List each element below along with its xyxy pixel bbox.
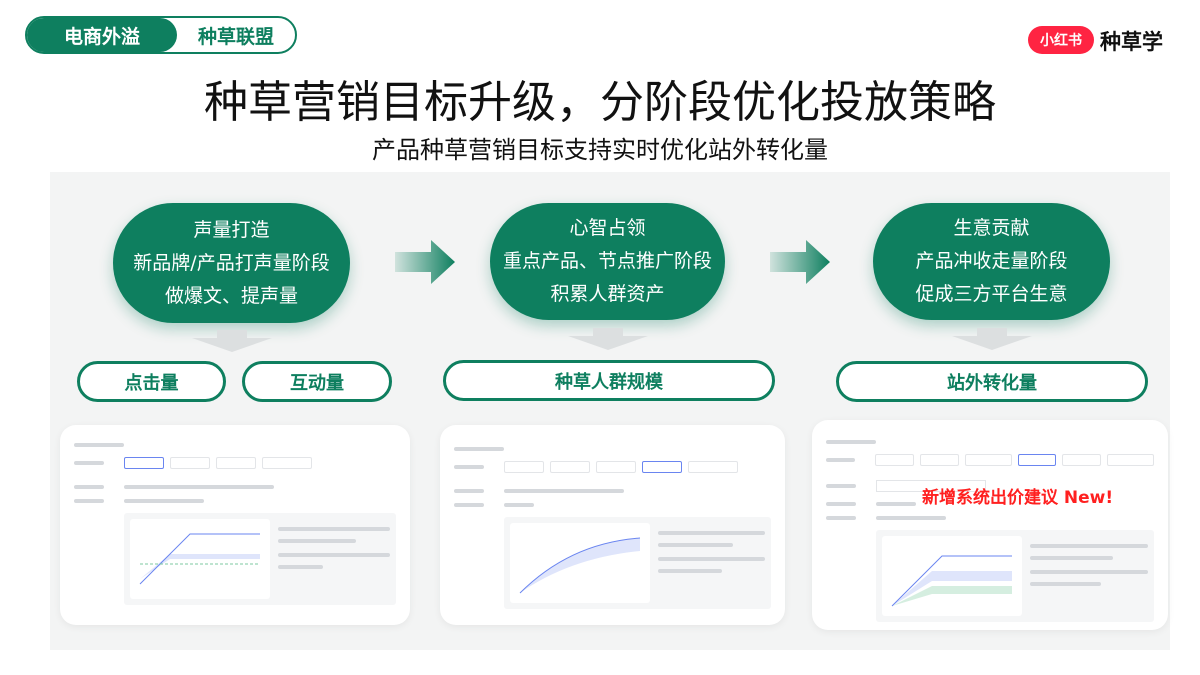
- stage-1-line: 新品牌/产品打声量阶段: [133, 251, 330, 274]
- stage-3-line: 促成三方平台生意: [915, 283, 1068, 305]
- new-feature-note: 新增系统出价建议 New!: [922, 488, 1114, 508]
- ui-screenshot-1: [60, 425, 410, 625]
- xiaohongshu-logo: 小红书: [1028, 26, 1094, 54]
- metric-conversion: 站外转化量: [836, 361, 1148, 402]
- stage-2-title: 心智占领: [569, 217, 646, 239]
- arrow-down-icon: [192, 330, 272, 352]
- arrow-down-icon: [568, 328, 648, 350]
- arrow-down-icon: [952, 328, 1032, 350]
- stage-1-title: 声量打造: [193, 218, 270, 241]
- page-subtitle: 产品种草营销目标支持实时优化站外转化量: [372, 136, 828, 164]
- mini-chart: [882, 536, 1022, 616]
- metric-audience: 种草人群规模: [443, 360, 775, 401]
- stage-1-bubble: 声量打造 新品牌/产品打声量阶段 做爆文、提声量: [113, 203, 350, 323]
- ui-screenshot-3: [812, 420, 1168, 630]
- arrow-right-icon: [395, 240, 455, 284]
- metric-interaction: 互动量: [242, 361, 392, 402]
- stage-2-line: 重点产品、节点推广阶段: [502, 250, 712, 272]
- mini-chart: [510, 523, 650, 603]
- stage-2-bubble: 心智占领 重点产品、节点推广阶段 积累人群资产: [490, 203, 725, 320]
- brand-name: 种草学: [1100, 30, 1163, 54]
- metric-click: 点击量: [77, 361, 226, 402]
- stage-3-bubble: 生意贡献 产品冲收走量阶段 促成三方平台生意: [873, 203, 1110, 320]
- stage-2-line: 积累人群资产: [550, 283, 665, 305]
- mini-chart: [130, 519, 270, 599]
- ui-screenshot-2: [440, 425, 785, 625]
- stage-3-title: 生意贡献: [953, 217, 1030, 239]
- tag-secondary: 种草联盟: [197, 25, 274, 48]
- arrow-right-icon: [770, 240, 830, 284]
- category-tag: 电商外溢 种草联盟: [25, 16, 297, 54]
- stage-3-line: 产品冲收走量阶段: [915, 250, 1068, 272]
- page-title: 种草营销目标升级，分阶段优化投放策略: [204, 77, 996, 128]
- stage-1-line: 做爆文、提声量: [164, 284, 298, 307]
- tag-primary: 电商外溢: [27, 18, 177, 52]
